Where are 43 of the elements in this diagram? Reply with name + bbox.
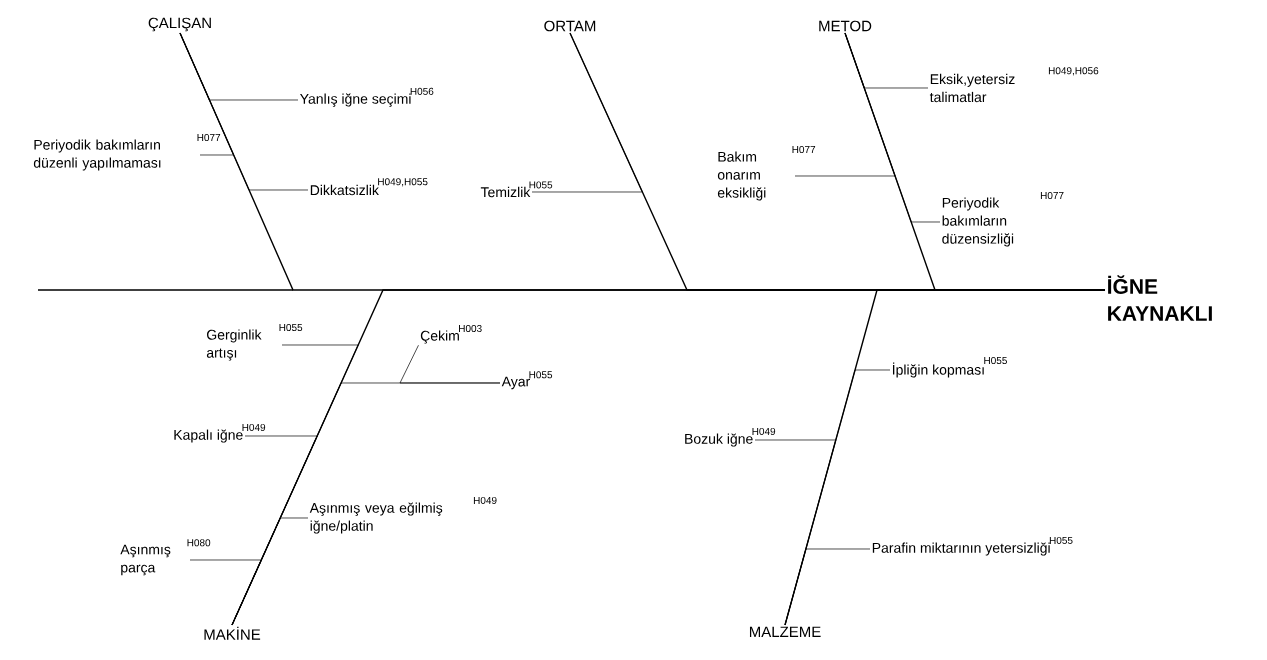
code-label: H055	[529, 371, 553, 379]
cause-label: Aşınmış parça	[120, 544, 171, 576]
cause-line	[531, 32, 643, 193]
code-label: H077	[197, 134, 221, 142]
category-label: ÇALIŞAN	[148, 17, 211, 32]
code-label: H049	[473, 496, 497, 504]
cause-line	[844, 32, 941, 223]
cause-label: Kapalı iğne	[174, 429, 243, 443]
cause-label: Ayar	[501, 376, 530, 390]
cause-label: Bakım onarım eksikliği	[717, 151, 766, 201]
code-label: H049	[242, 423, 266, 431]
category-label: MAKİNE	[204, 626, 261, 640]
code-label: H049,H056	[1048, 67, 1099, 76]
code-label: H056	[410, 87, 434, 95]
code-label: H080	[187, 539, 211, 547]
cause-label: İpliğin kopması	[893, 362, 984, 378]
cause-line	[179, 32, 309, 191]
cause-label: Periyodik bakımların düzenli yapılmaması	[33, 139, 161, 171]
category-label: MALZEME	[749, 626, 821, 637]
cause-label: Temizlik	[480, 186, 531, 198]
code-label: H055	[984, 357, 1007, 365]
code-label: H003	[459, 324, 482, 333]
code-label: H049,H055	[378, 178, 428, 187]
cause-label: Yanlış iğne seçimi	[300, 93, 411, 107]
cause-label: Periyodik bakımların düzensizliği	[942, 197, 1014, 247]
category-label: METOD	[819, 20, 872, 32]
cause-label: Aşınmış veya eğilmiş iğne/platin	[309, 502, 443, 534]
category-label: ORTAM	[544, 20, 596, 32]
cause-label: Gerginlik artışı	[206, 329, 262, 361]
cause-label: Çekim	[420, 330, 459, 344]
cause-label: Dikkatsizlik	[310, 184, 379, 196]
cause-label: Bozuk iğne	[685, 433, 753, 447]
code-label: H055	[1049, 536, 1073, 544]
effect-label: İĞNE KAYNAKLI	[1108, 275, 1212, 321]
code-label: H049	[752, 427, 776, 435]
code-label: H077	[792, 146, 816, 154]
code-label: H055	[279, 323, 303, 332]
cause-line	[189, 559, 262, 626]
code-label: H077	[1040, 192, 1064, 200]
cause-label: Parafin miktarının yetersizliği	[872, 542, 1050, 556]
cause-label: Eksik,yetersiz talimatlar	[929, 73, 1015, 103]
cause-line	[784, 548, 871, 626]
code-label: H055	[529, 181, 553, 189]
